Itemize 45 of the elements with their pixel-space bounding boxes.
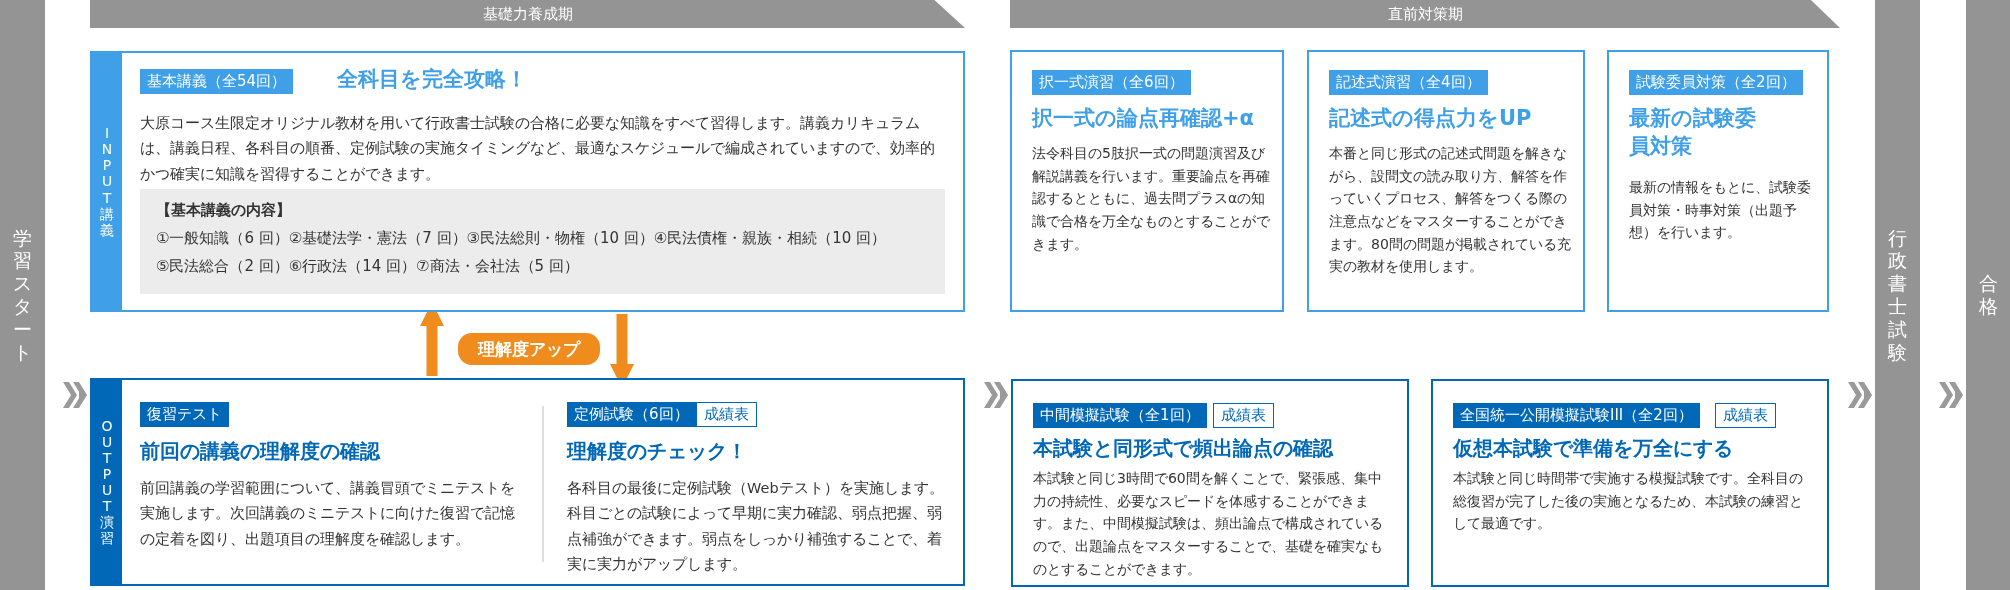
course-card xyxy=(1607,50,1829,312)
side-label: OUTPUT 演習 xyxy=(92,380,122,584)
description-text: 各科目の最後に定例試験（Webテスト）を実施します。科目ごとの試験によって早期に実力確認、弱点把握、弱点補強ができます。弱点をしっかり補強することで、着実に実力がアップします。 xyxy=(567,479,945,575)
side-label: INPUT 講義 xyxy=(92,53,122,310)
course-tag: 復習テスト xyxy=(140,402,229,427)
course-tag: 全国統一公開模擬試験III（全2回） xyxy=(1453,403,1700,428)
course-card xyxy=(1307,50,1585,312)
description-text: 本番と同じ形式の記述式問題を解きながら、設問文の読み取り方、解答を作っていくプロセス、解答をつくる際の注意点などをマスターすることができます。80問の問題が掲載されている充実の教材を使用します。 xyxy=(1329,144,1572,277)
section-heading: 記述式の得点力をUP xyxy=(1329,105,1533,132)
report-tag: 成績表 xyxy=(1715,403,1776,428)
course-panel xyxy=(90,51,965,312)
subject-list: ⑤民法総合（2 回）⑥行政法（14 回）⑦商法・会社法（5 回） xyxy=(156,257,936,276)
course-card xyxy=(1010,50,1284,312)
course-tag: 試験委員対策（全2回） xyxy=(1629,70,1803,95)
pill-label: 理解度アップ xyxy=(458,333,600,365)
section-heading: 理解度のチェック！ xyxy=(567,438,748,465)
description-text: 本試験と同じ3時間で60問を解くことで、緊張感、集中力の持続性、必要なスピードを体感することができます。また、中間模擬試験は、頻出論点で構成されているので、出題論点をマスターすることで、基礎を確実なものとすることができます。 xyxy=(1033,469,1384,579)
course-tag: 記述式演習（全4回） xyxy=(1329,70,1488,95)
description-text: 前回講義の学習範囲について、講義冒頭でミニテストを実施します。次回講義のミニテストに向けた復習で記憶の定着を図り、出題項目の理解度を確認します。 xyxy=(140,479,516,549)
course-card xyxy=(1011,379,1409,587)
course-card xyxy=(1431,379,1829,587)
course-panel xyxy=(90,378,965,586)
course-tag: 基本講義（全54回） xyxy=(140,69,294,94)
section-heading: 前回の講義の理解度の確認 xyxy=(140,438,382,465)
description-text: 本試験と同じ時間帯で実施する模擬試験です。全科目の総復習が完了した後の実施となるため、本試験の練習として最適です。 xyxy=(1453,469,1804,534)
course-tag: 択一式演習（全6回） xyxy=(1032,70,1191,95)
description-text: 大原コース生限定オリジナル教材を用いて行政書士試験の合格に必要な知識をすべて習得します。講義カリキュラムは、講義日程、各科目の順番、定例試験の実施タイミングなど、最適なスケジュールで編成されていますので、効率的かつ確実に知識を習得することができます。 xyxy=(140,114,936,184)
section-heading: 本試験と同形式で頻出論点の確認 xyxy=(1033,435,1335,462)
description-text: 法令科目の5肢択一式の問題演習及び解説講義を行います。重要論点を再確認するとともに、過去問プラスαの知識で合格を万全なものとすることができます。 xyxy=(1032,144,1271,254)
stage-bar: 行政書士試験 xyxy=(1875,0,1920,590)
section-heading: 択一式の論点再確認+α xyxy=(1032,105,1256,132)
course-tag: 定例試験（6回） xyxy=(567,402,696,427)
phase-banner: 基礎力養成期 xyxy=(90,0,965,28)
box-heading: 【基本講義の内容】 xyxy=(156,201,292,220)
description-text: 最新の情報をもとに、試験委員対策・時事対策（出題予想）を行います。 xyxy=(1629,178,1812,243)
report-tag: 成績表 xyxy=(696,402,757,427)
course-tag: 中間模擬試験（全1回） xyxy=(1033,403,1207,428)
section-heading: 全科目を完全攻略！ xyxy=(337,66,528,93)
section-heading: 最新の試験委員対策 xyxy=(1629,105,1757,161)
subject-list: ①一般知識（6 回）②基礎法学・憲法（7 回）③民法総則・物権（10 回）④民法債権・親族・相続（10 回） xyxy=(156,229,936,248)
report-tag: 成績表 xyxy=(1213,403,1274,428)
phase-banner: 直前対策期 xyxy=(1010,0,1840,28)
stage-bar: 合格 xyxy=(1966,0,2010,590)
stage-bar: 学習スタート xyxy=(0,0,45,590)
section-heading: 仮想本試験で準備を万全にする xyxy=(1453,435,1734,462)
